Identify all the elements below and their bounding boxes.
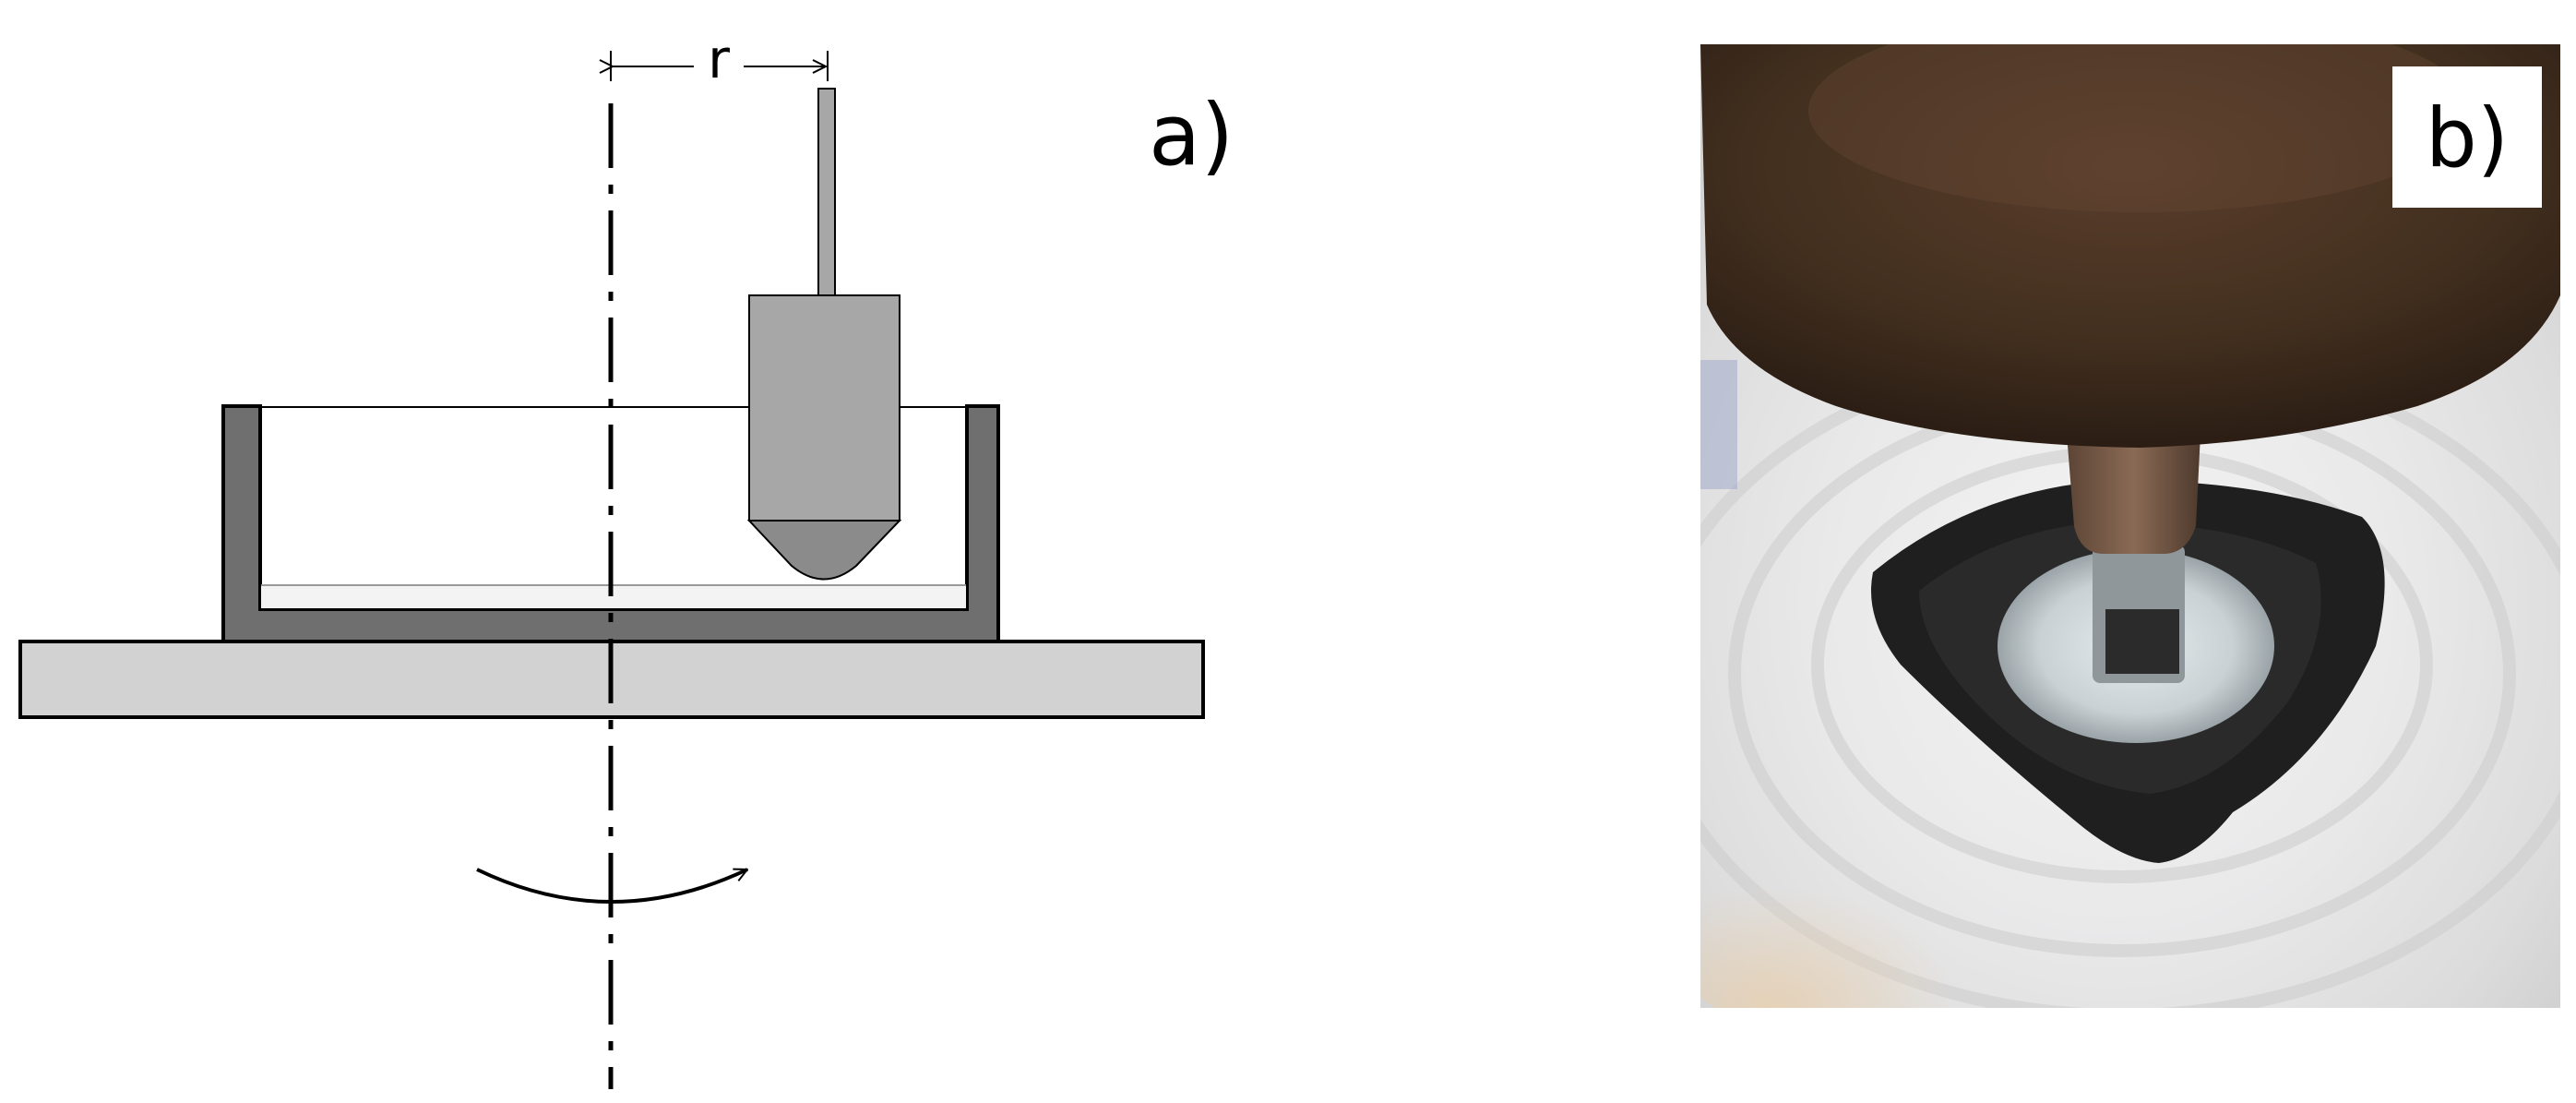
left-edge-object [1700,360,1737,489]
radius-label: r [708,28,730,90]
spindle-photo [2067,434,2200,554]
schematic-panel-a: r a) [18,28,1234,1089]
warm-reflection [1700,803,2030,1008]
tool-rod [817,88,836,296]
machine-head-highlight [1808,44,2473,212]
panel-a-label: a) [1149,86,1234,185]
machine-head-photo [1700,44,2560,448]
panel-b-label: b) [2426,90,2509,186]
sample-dark-region [2105,609,2179,674]
panel-b-label-box: b) [2392,66,2542,208]
rotation-arrow [476,868,747,904]
photo-panel-b [1700,44,2560,1008]
tool-body [748,294,900,522]
liquid-layer [261,585,966,608]
tool-tip [746,520,902,581]
